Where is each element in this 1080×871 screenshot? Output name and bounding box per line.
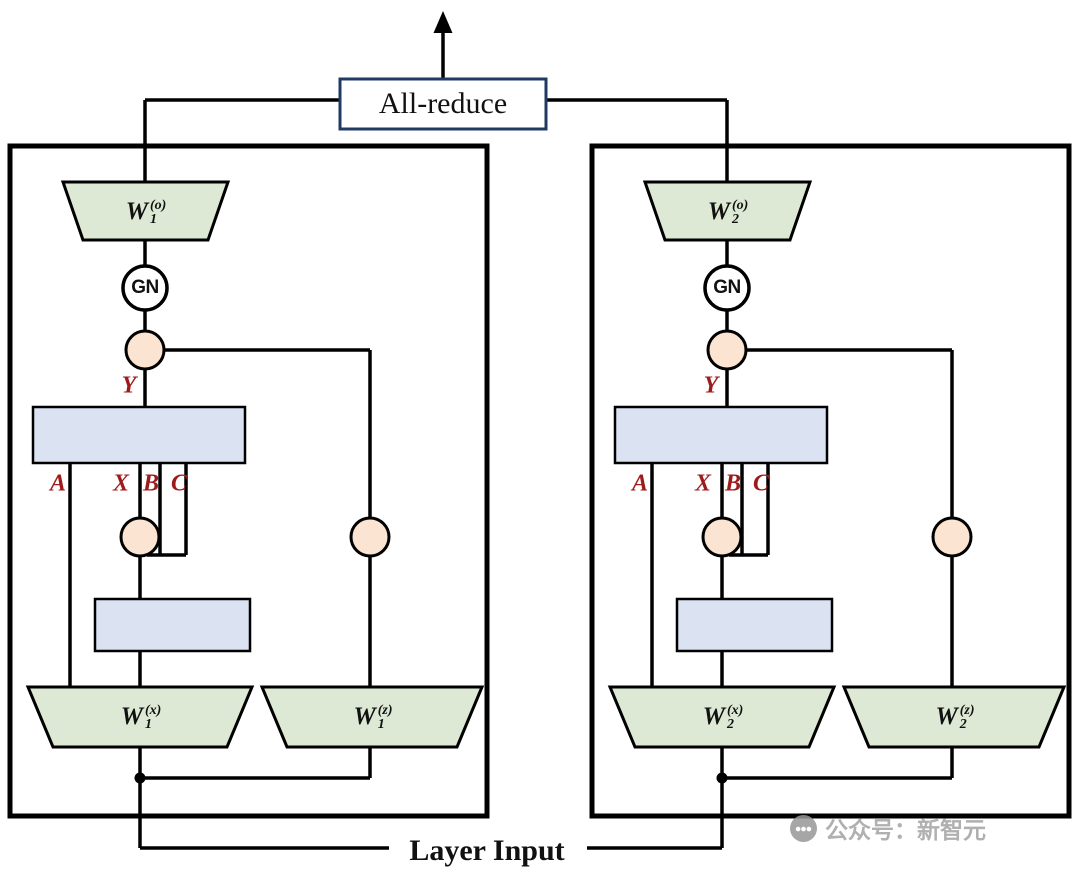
all-reduce-box xyxy=(338,77,548,131)
w2-x-label: W(x)2 xyxy=(702,703,744,732)
w-out-trapezoid-2 xyxy=(642,180,813,242)
w-x-trapezoid-1 xyxy=(25,685,255,749)
w1-z-sub: 1 xyxy=(377,717,385,732)
layer-input-label: Layer Input xyxy=(409,834,565,867)
x-label-1: X xyxy=(112,470,130,497)
w1-z-sup: (z) xyxy=(377,703,393,718)
y-label-2: Y xyxy=(703,372,719,399)
global-connector-lines xyxy=(140,30,727,850)
w2-z-label: W(z)2 xyxy=(935,703,975,732)
w1-out-sup: (o) xyxy=(149,198,167,213)
output-arrowhead xyxy=(433,11,453,33)
b-label-1: B xyxy=(142,470,160,497)
w1-x-sub: 1 xyxy=(144,717,152,732)
w2-x-sup: (x) xyxy=(726,703,744,718)
connector-lines-2 xyxy=(650,100,954,848)
c-label-1: C xyxy=(170,470,188,497)
z-activation-circle-1 xyxy=(349,516,391,558)
w1-x-sup: (x) xyxy=(144,703,162,718)
w2-z-sub: 2 xyxy=(959,717,967,732)
ssm-block-1 xyxy=(31,405,247,465)
input-junction-dot-2 xyxy=(716,772,728,784)
multiply-circle-2 xyxy=(706,329,748,371)
a-label-2: A xyxy=(631,470,649,497)
all-reduce-label: All-reduce xyxy=(378,87,508,120)
w1-z-label: W(z)1 xyxy=(353,703,393,732)
groupnorm-label-1: GN xyxy=(131,277,159,298)
w2-z-sup: (z) xyxy=(959,703,975,718)
w2-x-sub: 2 xyxy=(726,717,734,732)
gate-circle-1 xyxy=(119,516,161,558)
w1-z-base: W xyxy=(353,703,376,730)
multiply-circle-1 xyxy=(124,329,166,371)
input-junction-dot-1 xyxy=(134,772,146,784)
w2-out-sup: (o) xyxy=(731,198,749,213)
w2-out-label: W(o)2 xyxy=(707,198,749,227)
w-z-trapezoid-2 xyxy=(841,685,1067,749)
w1-x-base: W xyxy=(120,703,143,730)
connector-lines-1 xyxy=(68,100,372,848)
w2-out-base: W xyxy=(707,198,730,225)
w1-out-sub: 1 xyxy=(149,212,157,227)
watermark-text: 公众号：新智元 xyxy=(825,818,986,844)
watermark: 公众号：新智元 xyxy=(790,811,986,845)
w-x-trapezoid-2 xyxy=(607,685,837,749)
conv-block-2 xyxy=(675,597,834,653)
groupnorm-circle-2 xyxy=(703,264,751,312)
conv-block-1 xyxy=(93,597,252,653)
w-out-trapezoid-1 xyxy=(60,180,231,242)
w1-x-label: W(x)1 xyxy=(120,703,162,732)
w2-out-sub: 2 xyxy=(731,212,739,227)
a-label-1: A xyxy=(49,470,67,497)
c-label-2: C xyxy=(752,470,770,497)
wechat-account-icon xyxy=(790,814,817,842)
tensor-parallel-shard-1 xyxy=(7,100,490,848)
w1-out-base: W xyxy=(125,198,148,225)
x-label-2: X xyxy=(694,470,712,497)
w-z-trapezoid-1 xyxy=(259,685,485,749)
w2-x-base: W xyxy=(702,703,725,730)
groupnorm-label-2: GN xyxy=(713,277,741,298)
z-activation-circle-2 xyxy=(931,516,973,558)
y-label-1: Y xyxy=(121,372,137,399)
groupnorm-circle-1 xyxy=(121,264,169,312)
gate-circle-2 xyxy=(701,516,743,558)
tensor-parallel-shard-2 xyxy=(589,100,1072,848)
b-label-2: B xyxy=(724,470,742,497)
w2-z-base: W xyxy=(935,703,958,730)
w1-out-label: W(o)1 xyxy=(125,198,167,227)
ssm-block-2 xyxy=(613,405,829,465)
